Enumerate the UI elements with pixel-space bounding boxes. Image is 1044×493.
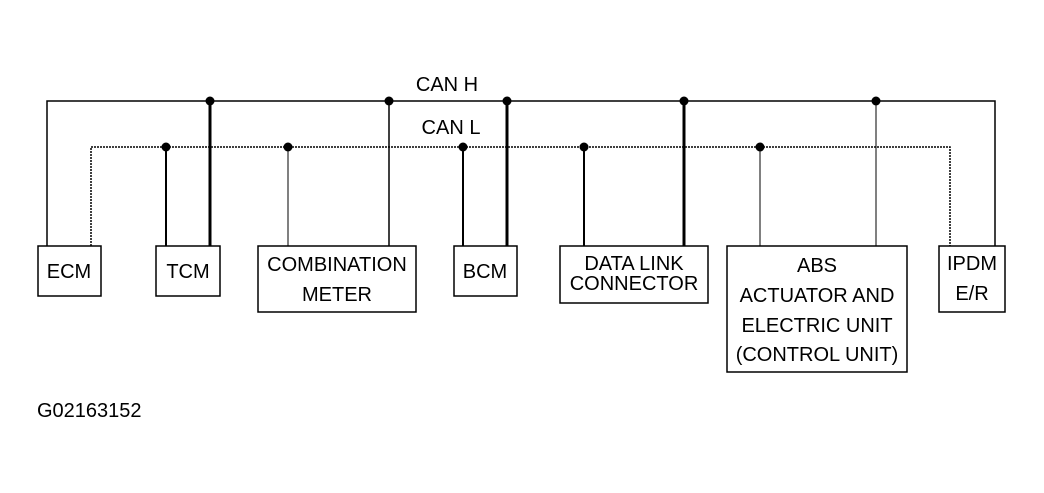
ecm-module: ECM	[37, 245, 102, 297]
abs-label-line1: ABS	[797, 255, 837, 277]
dlc-label-line2: CONNECTOR	[570, 273, 699, 295]
can-h-label: CAN H	[416, 74, 478, 96]
combination-meter-label-line2: METER	[302, 284, 372, 306]
can-h-junction-dot	[205, 96, 215, 106]
combination-meter-module: COMBINATION METER	[257, 245, 417, 313]
dlc-label-line1: DATA LINK	[584, 253, 684, 275]
abs-module: ABS ACTUATOR AND ELECTRIC UNIT (CONTROL …	[726, 245, 908, 373]
can-h-junction-dot	[679, 96, 689, 106]
data-link-connector-module: DATA LINK CONNECTOR	[559, 245, 709, 304]
abs-label-line2: ACTUATOR AND	[740, 285, 895, 307]
bcm-module: BCM	[453, 245, 518, 297]
tcm-label: TCM	[166, 261, 209, 283]
ipdm-label-line2: E/R	[955, 283, 988, 305]
tcm-module: TCM	[155, 245, 221, 297]
can-h-junction-dot	[384, 96, 394, 106]
can-l-junction-dot	[755, 142, 765, 152]
can-h-bus-line	[46, 100, 996, 250]
combination-meter-label-line1: COMBINATION	[267, 254, 407, 276]
figure-id: G02163152	[37, 400, 142, 422]
ipdm-module: IPDM E/R	[938, 245, 1006, 313]
ecm-label: ECM	[47, 261, 91, 283]
can-l-bus-line	[90, 146, 951, 250]
abs-label-line4: (CONTROL UNIT)	[736, 344, 899, 366]
can-l-junction-dot	[161, 142, 171, 152]
can-l-label: CAN L	[422, 117, 481, 139]
can-l-junction-dot	[458, 142, 468, 152]
can-l-junction-dot	[579, 142, 589, 152]
can-h-junction-dot	[502, 96, 512, 106]
can-l-junction-dot	[283, 142, 293, 152]
ipdm-label-line1: IPDM	[947, 253, 997, 275]
bcm-label: BCM	[463, 261, 507, 283]
abs-label-line3: ELECTRIC UNIT	[741, 315, 892, 337]
can-h-junction-dot	[871, 96, 881, 106]
